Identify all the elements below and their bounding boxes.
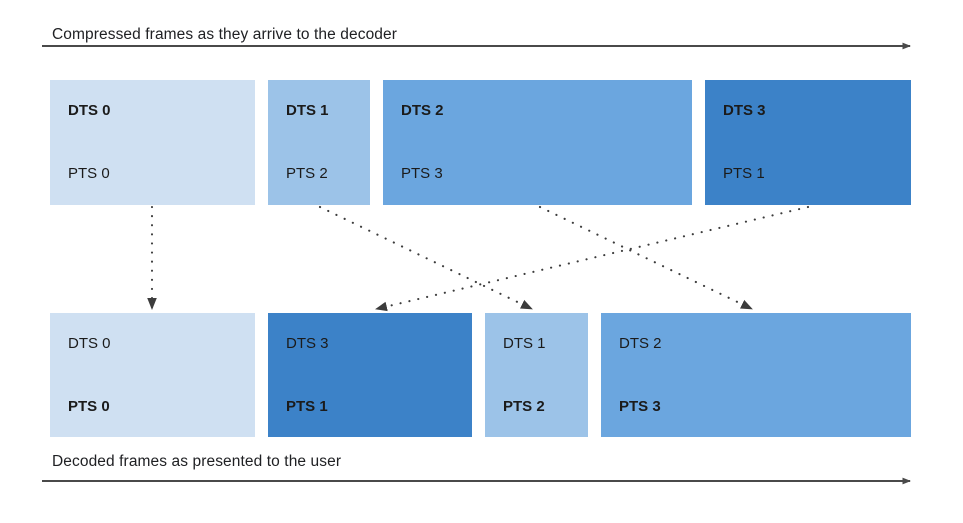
frame-dts-label: DTS 1 bbox=[503, 335, 546, 352]
frame-pts-label: PTS 3 bbox=[401, 165, 443, 182]
frame-dts-label: DTS 2 bbox=[401, 102, 444, 119]
frame-pts-label: PTS 2 bbox=[503, 398, 545, 415]
frame-box: DTS 0 PTS 0 bbox=[50, 80, 255, 205]
top-axis-label: Compressed frames as they arrive to the … bbox=[52, 26, 397, 43]
frame-pts-label: PTS 0 bbox=[68, 398, 110, 415]
frame-dts-label: DTS 0 bbox=[68, 335, 111, 352]
frame-dts-label: DTS 3 bbox=[723, 102, 766, 119]
frame-box: DTS 0 PTS 0 bbox=[50, 313, 255, 437]
frame-dts-label: DTS 2 bbox=[619, 335, 662, 352]
frame-box: DTS 1 PTS 2 bbox=[268, 80, 370, 205]
frame-dts-label: DTS 0 bbox=[68, 102, 111, 119]
frame-box: DTS 3 PTS 1 bbox=[268, 313, 472, 437]
bottom-axis-label: Decoded frames as presented to the user bbox=[52, 453, 342, 470]
frame-dts-label: DTS 1 bbox=[286, 102, 329, 119]
frame-pts-label: PTS 2 bbox=[286, 165, 328, 182]
frame-box: DTS 2 PTS 3 bbox=[601, 313, 911, 437]
frame-box: DTS 3 PTS 1 bbox=[705, 80, 911, 205]
frame-pts-label: PTS 0 bbox=[68, 165, 110, 182]
frame-dts-label: DTS 3 bbox=[286, 335, 329, 352]
frame-pts-label: PTS 3 bbox=[619, 398, 661, 415]
frame-pts-label: PTS 1 bbox=[723, 165, 765, 182]
frame-box: DTS 2 PTS 3 bbox=[383, 80, 692, 205]
frame-pts-label: PTS 1 bbox=[286, 398, 328, 415]
frame-box: DTS 1 PTS 2 bbox=[485, 313, 588, 437]
